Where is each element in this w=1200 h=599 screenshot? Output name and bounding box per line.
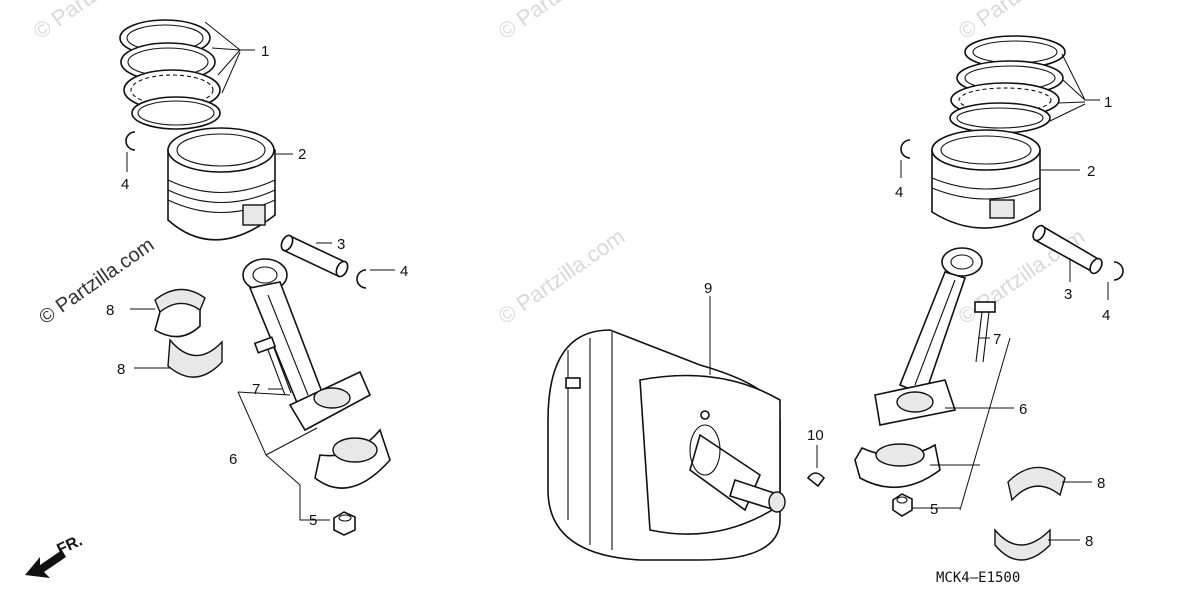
callout-7: 7 xyxy=(993,331,1001,348)
rod-cap xyxy=(854,443,941,489)
callout-2: 2 xyxy=(1087,163,1095,180)
callout-10: 10 xyxy=(807,427,824,444)
piston-rings xyxy=(949,35,1066,134)
callout-8: 8 xyxy=(1085,533,1093,550)
watermark: © Partzilla.com xyxy=(494,0,630,44)
connecting-rod xyxy=(242,258,391,489)
callout-8: 8 xyxy=(117,361,125,378)
callout-1: 1 xyxy=(261,43,269,60)
front-marker: FR. xyxy=(55,532,86,558)
crank-bearing xyxy=(1007,466,1066,502)
connecting-rod xyxy=(874,247,983,426)
callout-6: 6 xyxy=(1019,401,1027,418)
front-direction-arrow xyxy=(25,550,66,578)
piston xyxy=(167,127,276,241)
callout-4: 4 xyxy=(121,176,129,193)
woodruff-key xyxy=(806,472,826,488)
callout-3: 3 xyxy=(1064,286,1072,303)
rod-nut xyxy=(333,511,356,536)
callout-8: 8 xyxy=(106,302,114,319)
watermark: © Partzilla.com xyxy=(35,234,158,329)
callout-2: 2 xyxy=(298,146,306,163)
crank-bearing xyxy=(994,528,1051,561)
right-assembly: 1 2 4 3 4 xyxy=(854,35,1124,561)
callout-1: 1 xyxy=(1104,94,1112,111)
callout-5: 5 xyxy=(930,501,938,518)
callout-5: 5 xyxy=(309,512,317,529)
watermark: © Partzilla.com xyxy=(494,224,630,330)
callout-4: 4 xyxy=(895,184,903,201)
piston-pin-clip xyxy=(1113,261,1124,281)
callout-4: 4 xyxy=(400,263,408,280)
crankshaft xyxy=(547,329,786,561)
diagram-code: MCK4—E1500 xyxy=(936,570,1020,586)
callout-6: 6 xyxy=(229,451,237,468)
rod-nut xyxy=(892,493,913,517)
rod-bolt xyxy=(974,301,996,363)
callout-8: 8 xyxy=(1097,475,1105,492)
piston-pin xyxy=(1032,224,1103,275)
watermark: © Partzilla.com xyxy=(954,224,1090,330)
crank-bearing xyxy=(154,288,206,338)
piston-pin-clip xyxy=(900,139,911,159)
left-assembly: 1 2 4 3 4 xyxy=(25,19,408,578)
rod-bolt xyxy=(253,336,292,396)
piston-pin-clip xyxy=(125,131,136,151)
piston-pin-clip xyxy=(356,269,367,289)
callout-4: 4 xyxy=(1102,307,1110,324)
callout-9: 9 xyxy=(704,280,712,297)
crank-bearing xyxy=(167,338,223,378)
piston-pin xyxy=(280,234,349,278)
piston xyxy=(931,129,1041,229)
callout-3: 3 xyxy=(337,236,345,253)
piston-rings xyxy=(119,19,221,130)
callout-7: 7 xyxy=(252,381,260,398)
